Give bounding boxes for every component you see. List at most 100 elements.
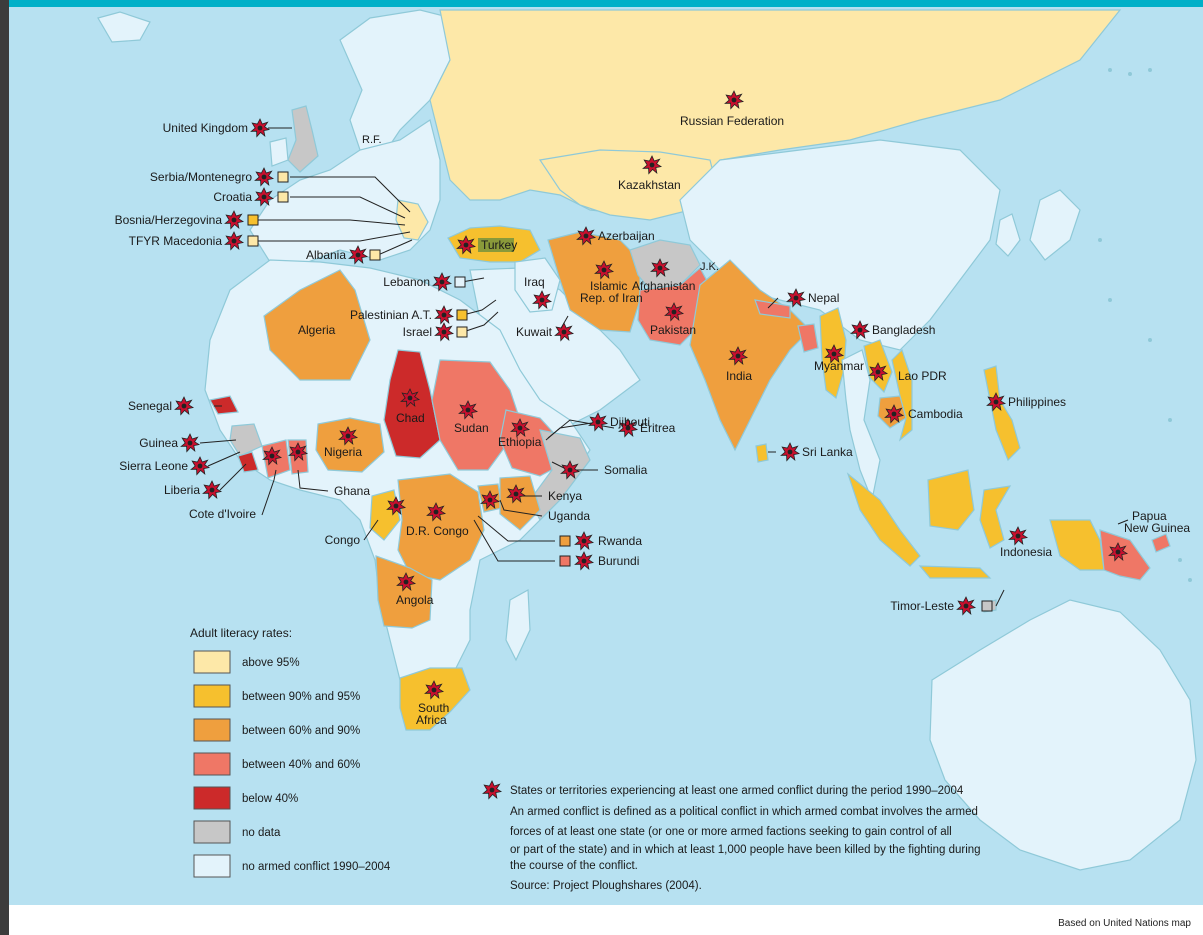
label-timor: Timor-Leste bbox=[890, 599, 954, 613]
label-sri-lanka: Sri Lanka bbox=[802, 445, 853, 459]
legend-swatch-4 bbox=[193, 786, 231, 810]
land-drc bbox=[397, 473, 485, 581]
legend-swatch-3 bbox=[193, 752, 231, 776]
land-angola bbox=[375, 555, 433, 629]
label-macedonia: TFYR Macedonia bbox=[129, 234, 223, 248]
turkey-label-bg bbox=[478, 238, 514, 252]
label-bangladesh: Bangladesh bbox=[872, 323, 935, 337]
label-turkey: Turkey bbox=[481, 238, 517, 252]
land-algeria bbox=[263, 269, 371, 381]
label-indonesia: Indonesia bbox=[1000, 545, 1052, 559]
note-line-3: or part of the state) and in which at le… bbox=[510, 844, 981, 856]
legend-swatch-0 bbox=[193, 650, 231, 674]
land-iceland bbox=[97, 11, 151, 43]
label-albania: Albania bbox=[306, 248, 346, 262]
land-iraq bbox=[514, 257, 561, 313]
label-serbia: Serbia/Montenegro bbox=[150, 170, 252, 184]
label-nigeria: Nigeria bbox=[324, 445, 362, 459]
land-sumatra bbox=[846, 472, 921, 567]
label-sierra-leone: Sierra Leone bbox=[119, 459, 188, 473]
label-uganda: Uganda bbox=[548, 509, 590, 523]
label-iran-1: Islamic bbox=[590, 279, 627, 293]
legend-swatch-6 bbox=[193, 854, 231, 878]
legend-label-2: between 60% and 90% bbox=[242, 725, 360, 737]
land-png bbox=[1099, 529, 1151, 581]
label-guinea: Guinea bbox=[139, 436, 178, 450]
land-vietnam bbox=[891, 348, 913, 442]
note-line-1: An armed conflict is defined as a politi… bbox=[510, 806, 978, 818]
land-australia bbox=[929, 599, 1197, 871]
label-laos: Lao PDR bbox=[898, 369, 947, 383]
land-south-africa bbox=[399, 667, 471, 731]
label-djibouti: Djibouti bbox=[610, 415, 650, 429]
note-line-4: the course of the conflict. bbox=[510, 860, 638, 872]
land-png-islands bbox=[1151, 533, 1171, 553]
island-dots bbox=[1098, 68, 1192, 582]
land-somalia bbox=[529, 429, 591, 522]
label-algeria: Algeria bbox=[298, 323, 336, 337]
label-kuwait: Kuwait bbox=[516, 325, 553, 339]
label-rwanda: Rwanda bbox=[598, 534, 642, 548]
legend-label-3: between 40% and 60% bbox=[242, 759, 360, 771]
land-iran bbox=[547, 231, 641, 333]
label-myanmar: Myanmar bbox=[814, 359, 864, 373]
land-srilanka bbox=[755, 443, 769, 463]
label-pakistan: Pakistan bbox=[650, 323, 696, 337]
land-japan bbox=[1029, 189, 1081, 261]
land-ireland bbox=[269, 137, 289, 167]
label-png-2: New Guinea bbox=[1124, 521, 1190, 535]
legend-title: Adult literacy rates: bbox=[190, 626, 292, 640]
bottom-strip bbox=[0, 905, 1203, 935]
label-india: India bbox=[726, 369, 752, 383]
legend: Adult literacy rates: above 95%between 9… bbox=[190, 626, 391, 878]
land-sulawesi bbox=[979, 485, 1012, 549]
country-labels: United Kingdom R.F. Russian Federation K… bbox=[115, 114, 1191, 727]
land-europe bbox=[249, 119, 441, 266]
label-cambodia: Cambodia bbox=[908, 407, 963, 421]
label-drc: D.R. Congo bbox=[406, 524, 469, 538]
map-credit: Based on United Nations map bbox=[1058, 918, 1191, 929]
note-line-2: forces of at least one state (or one or … bbox=[510, 826, 952, 838]
label-croatia: Croatia bbox=[213, 190, 252, 204]
note-marker-text: States or territories experiencing at le… bbox=[510, 785, 964, 797]
label-bosnia: Bosnia/Herzegovina bbox=[115, 213, 223, 227]
label-congo: Congo bbox=[325, 533, 361, 547]
label-ethiopia: Ethiopia bbox=[498, 435, 542, 449]
label-kazakhstan: Kazakhstan bbox=[618, 178, 681, 192]
legend-label-6: no armed conflict 1990–2004 bbox=[242, 861, 391, 873]
label-burundi: Burundi bbox=[598, 554, 639, 568]
land-bangladesh bbox=[797, 323, 819, 353]
label-south-africa-2: Africa bbox=[416, 713, 447, 727]
land-borneo bbox=[927, 469, 975, 531]
small-country-squares bbox=[247, 171, 993, 612]
note-source: Source: Project Ploughshares (2004). bbox=[510, 880, 702, 892]
label-south-africa-1: South bbox=[418, 701, 449, 715]
label-afghanistan: Afghanistan bbox=[632, 279, 695, 293]
legend-label-1: between 90% and 95% bbox=[242, 691, 360, 703]
legend-label-4: below 40% bbox=[242, 793, 298, 805]
label-uk: United Kingdom bbox=[163, 121, 248, 135]
label-ghana: Ghana bbox=[334, 484, 370, 498]
land-korea bbox=[995, 213, 1021, 257]
label-azerbaijan: Azerbaijan bbox=[598, 229, 655, 243]
label-lebanon: Lebanon bbox=[383, 275, 430, 289]
label-png-1: Papua bbox=[1132, 509, 1167, 523]
land-balkans bbox=[395, 199, 429, 241]
label-iraq: Iraq bbox=[524, 275, 545, 289]
land-thailand bbox=[841, 349, 881, 503]
label-russia: Russian Federation bbox=[680, 114, 784, 128]
label-rf: R.F. bbox=[362, 134, 382, 146]
land-senegal bbox=[209, 395, 239, 415]
label-nepal: Nepal bbox=[808, 291, 839, 305]
land-nepal bbox=[754, 299, 791, 319]
land-java bbox=[918, 565, 992, 579]
legend-swatch-5 bbox=[193, 820, 231, 844]
land-madagascar bbox=[505, 589, 531, 662]
label-jk: J.K. bbox=[700, 261, 719, 273]
label-liberia: Liberia bbox=[164, 483, 200, 497]
land-sudan bbox=[431, 359, 521, 471]
label-chad: Chad bbox=[396, 411, 425, 425]
legend-swatch-2 bbox=[193, 718, 231, 742]
